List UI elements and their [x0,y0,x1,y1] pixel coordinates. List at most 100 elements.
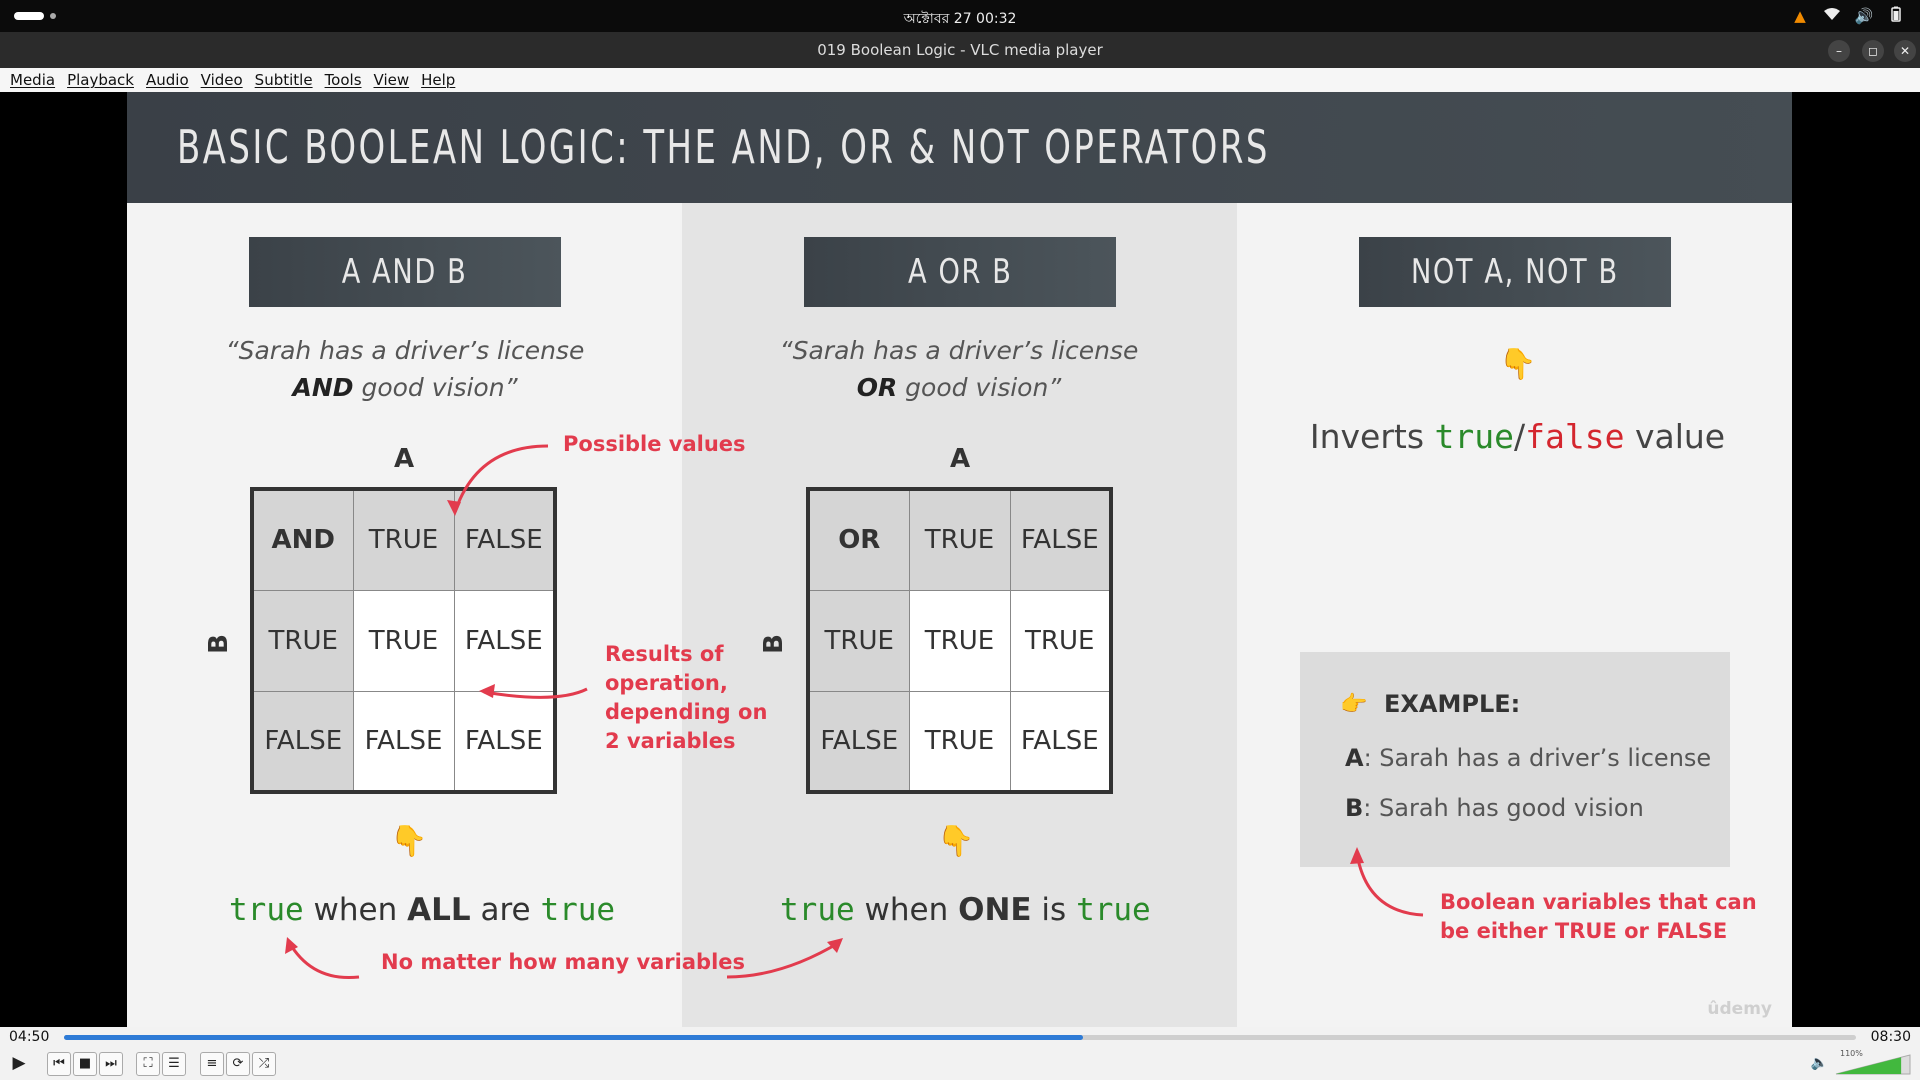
system-top-bar: অক্টোবর 27 00:32 ▲ 🔊 [0,0,1920,32]
wifi-icon[interactable] [1822,6,1842,26]
seek-row: 04:50 08:30 [0,1027,1920,1047]
udemy-watermark: ûdemy [1707,999,1772,1019]
window-title: 019 Boolean Logic - VLC media player [817,41,1103,59]
menu-subtitle[interactable]: Subtitle [254,71,313,89]
minimize-button[interactable]: – [1828,40,1850,62]
menu-tools[interactable]: Tools [324,71,362,89]
maximize-button[interactable]: ◻ [1862,40,1884,62]
or-table-row-true: TRUE [807,589,910,692]
system-tray[interactable]: ▲ 🔊 [1790,6,1906,26]
annotation-possible-values: Possible values [563,432,746,456]
and-table-cell: FALSE [453,589,556,692]
workspace-dot [50,13,56,19]
equalizer-icon: ☰ [168,1056,180,1071]
menu-video[interactable]: Video [200,71,243,89]
control-bar: ▶ ⏮ ■ ⏭ ⛶ ☰ ≡ ⟳ ⤮ 🔈 110% [0,1047,1920,1080]
activities-indicator[interactable] [14,12,44,20]
and-table-col-false: FALSE [453,488,556,591]
arrow-no-matter-left [287,941,360,980]
example-line-a: A: Sarah has a driver’s license [1345,744,1712,772]
fullscreen-icon: ⛶ [143,1056,153,1071]
annotation-arrows [285,444,1424,980]
arrowhead [827,938,843,953]
menu-bar: Media Playback Audio Video Subtitle Tool… [0,68,1920,92]
lecture-slide: BASIC BOOLEAN LOGIC: THE AND, OR & NOT O… [127,92,1792,1027]
total-time[interactable]: 08:30 [1870,1029,1911,1045]
pointing-down-hand-icon: 👇 [390,824,428,859]
arrow-results [483,687,588,699]
video-area[interactable]: BASIC BOOLEAN LOGIC: THE AND, OR & NOT O… [0,92,1920,1027]
fullscreen-button[interactable]: ⛶ [136,1052,160,1076]
speaker-icon[interactable]: 🔈 [1810,1055,1828,1071]
and-header: A AND B [249,237,561,307]
arrowhead [285,937,298,954]
seek-bar[interactable] [64,1035,1856,1040]
and-table-col-true: TRUE [352,488,455,591]
or-truth-table: OR TRUE FALSE TRUE TRUE TRUE FALSE TRUE … [806,487,1113,794]
or-table-cell: TRUE [908,589,1011,692]
window-title-bar: 019 Boolean Logic - VLC media player – ◻… [0,32,1920,68]
and-truth-table: AND TRUE FALSE TRUE TRUE FALSE FALSE FAL… [250,487,557,794]
annotation-results: Results of operation, depending on 2 var… [605,642,768,753]
menu-help[interactable]: Help [421,71,456,89]
menu-playback[interactable]: Playback [67,71,134,89]
and-rule: true when ALL are true [229,892,616,928]
and-table-row-true: TRUE [251,589,354,692]
playlist-button[interactable]: ≡ [200,1052,224,1076]
or-quote: “Sarah has a driver’s license OR good vi… [779,336,1139,402]
or-table-row-false: FALSE [807,690,910,793]
next-icon: ⏭ [105,1056,117,1071]
loop-button[interactable]: ⟳ [226,1052,250,1076]
annotation-boolean-variables: Boolean variables that can be either TRU… [1440,890,1757,943]
system-clock[interactable]: অক্টোবর 27 00:32 [903,11,1017,27]
arrowhead [479,684,495,698]
shuffle-button[interactable]: ⤮ [252,1052,276,1076]
previous-button[interactable]: ⏮ [47,1052,71,1076]
loop-icon: ⟳ [232,1056,244,1071]
menu-audio[interactable]: Audio [146,71,189,89]
seek-bar-fill [64,1035,1083,1040]
volume-icon[interactable]: 🔊 [1854,7,1874,25]
arrow-possible-values [453,444,549,513]
or-table-cell: TRUE [1009,589,1112,692]
or-table-cell: FALSE [1009,690,1112,793]
play-button[interactable]: ▶ [6,1052,32,1076]
or-rule: true when ONE is true [780,892,1151,928]
play-icon: ▶ [12,1053,26,1073]
or-table-col-false: FALSE [1009,488,1112,591]
and-table-cell: FALSE [453,690,556,793]
menu-view[interactable]: View [373,71,410,89]
vlc-cone-icon[interactable]: ▲ [1794,7,1806,25]
arrowhead [1350,847,1364,864]
example-heading: EXAMPLE: [1384,690,1521,718]
or-table-corner: OR [807,488,910,591]
example-line-b: B: Sarah has good vision [1345,794,1644,822]
close-button[interactable]: ✕ [1894,40,1916,62]
and-table-cell: FALSE [352,690,455,793]
battery-icon[interactable] [1886,6,1906,26]
next-button[interactable]: ⏭ [99,1052,123,1076]
not-description: Inverts true/false value [1309,417,1726,456]
example-box: 👉 EXAMPLE: A: Sarah has a driver’s licen… [1300,652,1730,867]
pointing-down-hand-icon: 👇 [1499,347,1537,382]
or-table-cell: TRUE [908,690,1011,793]
arrow-no-matter-right [726,940,841,979]
playlist-icon: ≡ [206,1056,218,1071]
not-header: NOT A, NOT B [1359,237,1671,307]
extended-settings-button[interactable]: ☰ [162,1052,186,1076]
pointing-down-hand-icon: 👇 [937,824,975,859]
volume-wedge [1835,1054,1911,1075]
elapsed-time: 04:50 [9,1029,50,1045]
shuffle-icon: ⤮ [258,1056,270,1071]
and-table-row-false: FALSE [251,690,354,793]
slide-title: BASIC BOOLEAN LOGIC: THE AND, OR & NOT O… [177,120,1270,174]
and-quote: “Sarah has a driver’s license AND good v… [225,336,585,402]
slide-header: BASIC BOOLEAN LOGIC: THE AND, OR & NOT O… [127,92,1792,203]
volume-slider[interactable]: 110% [1834,1049,1912,1075]
or-header: A OR B [804,237,1116,307]
stop-button[interactable]: ■ [73,1052,97,1076]
menu-media[interactable]: Media [10,71,56,89]
arrowhead [447,500,461,516]
or-table-col-true: TRUE [908,488,1011,591]
not-column-bg [1237,203,1792,1027]
